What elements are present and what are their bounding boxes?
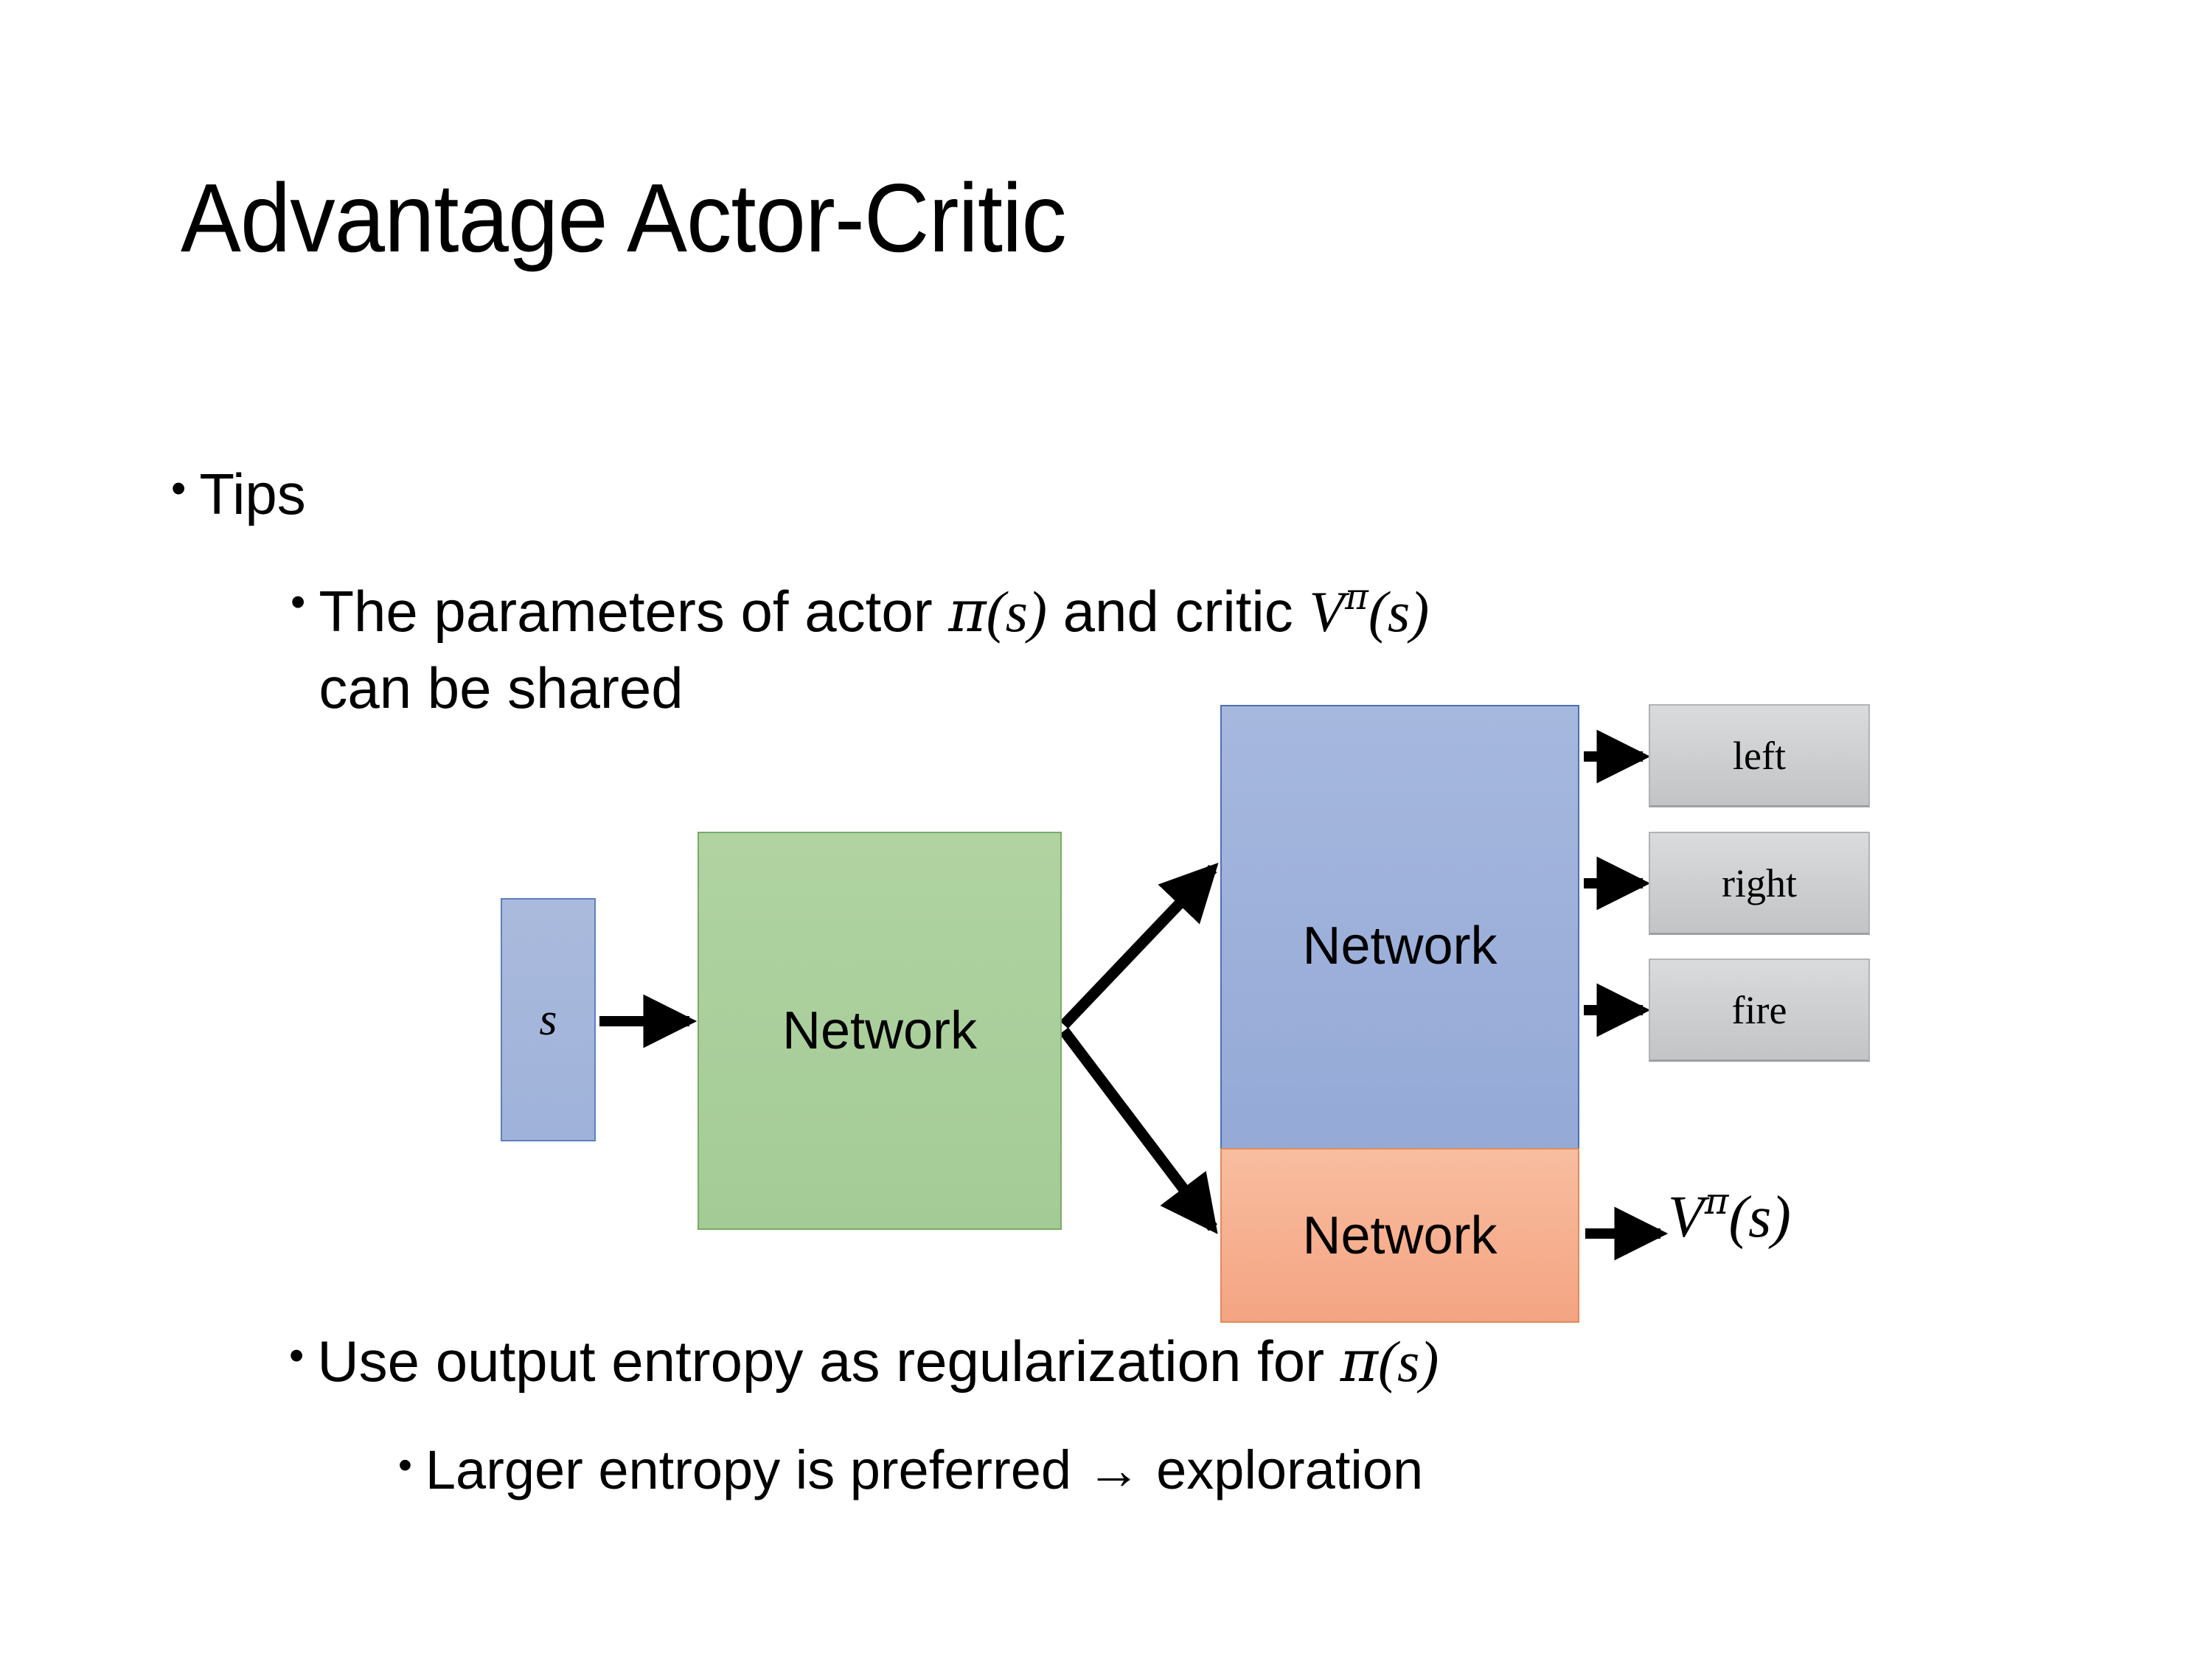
bullet-entropy-regularization-label: Use output entropy as regularization for… — [317, 1327, 1439, 1397]
bullet-tips-label: Tips — [199, 462, 306, 526]
math-pi-args: (s) — [1378, 1329, 1439, 1394]
bullet-parameters-shared-label: The parameters of actor π(s) and critic … — [319, 574, 1429, 726]
math-v-args: (s) — [1368, 580, 1430, 644]
critic-output-value-function: Vπ(s) — [1668, 1180, 1791, 1251]
bullet-tips: • Tips — [171, 460, 306, 528]
node-critic-network-label: Network — [1302, 1206, 1498, 1265]
value-argument: (s) — [1728, 1184, 1791, 1250]
action-output-right: right — [1649, 832, 1870, 935]
value-symbol-v: V — [1668, 1184, 1704, 1250]
value-superscript-pi: π — [1704, 1180, 1729, 1222]
action-output-left-label: left — [1733, 733, 1786, 778]
text-mid: and critic — [1046, 579, 1310, 644]
bullet-marker-icon: • — [398, 1443, 412, 1487]
bullet-marker-icon: • — [289, 1332, 305, 1380]
math-pi-args: (s) — [986, 580, 1047, 644]
text-post: can be shared — [319, 655, 684, 720]
bullet-larger-entropy-label: Larger entropy is preferred → exploratio… — [425, 1439, 1424, 1500]
node-input-state-label: s — [539, 994, 557, 1045]
node-shared-network-label: Network — [782, 1001, 978, 1060]
action-output-fire: fire — [1649, 959, 1870, 1062]
math-pi-symbol: π — [948, 579, 987, 645]
bullet-marker-icon: • — [171, 465, 187, 512]
node-input-state: s — [501, 898, 596, 1141]
node-critic-network: Network — [1220, 1148, 1579, 1323]
bullet-entropy-regularization: • Use output entropy as regularization f… — [289, 1327, 1439, 1397]
arrow-shared-to-actor — [1060, 863, 1219, 1029]
text-pre: Use output entropy as regularization for — [317, 1329, 1340, 1394]
math-v-symbol: V — [1309, 580, 1345, 644]
action-output-right-label: right — [1722, 860, 1797, 905]
bullet-larger-entropy: • Larger entropy is preferred → explorat… — [398, 1438, 1423, 1503]
math-pi-symbol: π — [1340, 1329, 1379, 1395]
bullet-parameters-shared: • The parameters of actor π(s) and criti… — [291, 574, 1986, 726]
bullet-marker-icon: • — [291, 578, 306, 626]
math-v-superscript-pi: π — [1345, 577, 1368, 619]
arrow-shared-to-critic — [1060, 1027, 1218, 1234]
node-shared-network: Network — [698, 832, 1062, 1230]
node-actor-network-label: Network — [1302, 917, 1498, 975]
page-title: Advantage Actor-Critic — [181, 164, 1067, 272]
action-output-fire-label: fire — [1731, 987, 1787, 1032]
text-pre: The parameters of actor — [319, 579, 949, 644]
node-actor-network: Network — [1220, 705, 1579, 1187]
